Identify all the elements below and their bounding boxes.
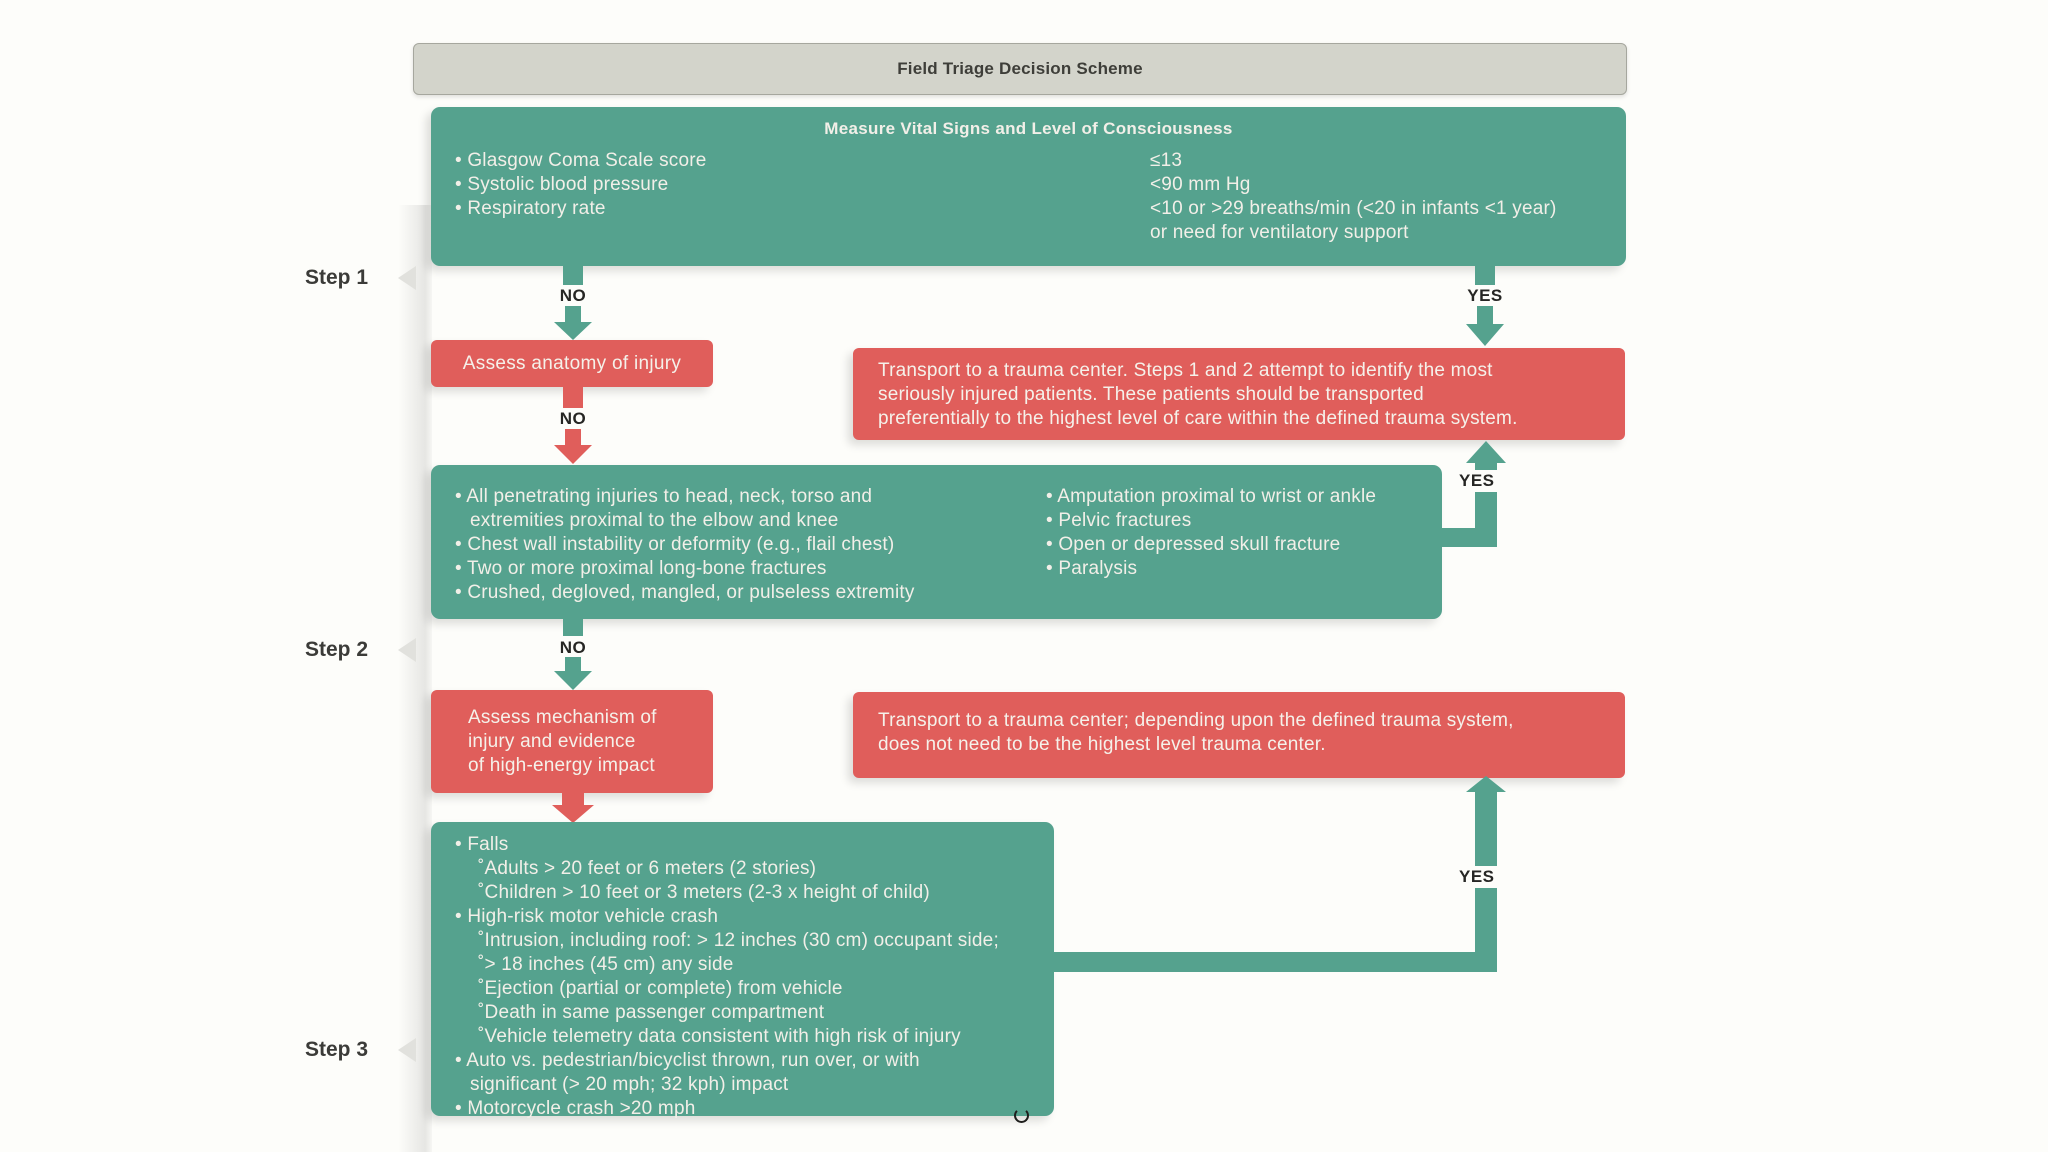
step-pointer-icon [398,266,416,290]
no-label: NO [559,638,587,657]
assess-anatomy-box: Assess anatomy of injury [431,340,713,387]
down-arrow-icon [552,805,594,823]
step-label-2: Step 2 [305,638,369,661]
down-arrow-icon [554,671,592,690]
vital-criteria-list: • Glasgow Coma Scale score • Systolic bl… [455,149,707,221]
step-label-3: Step 3 [305,1038,369,1061]
yes-label: YES [1453,470,1501,492]
step-label-1: Step 1 [305,266,369,289]
value-item: ≤13 [1150,150,1183,171]
transport-highest-text: Transport to a trauma center. Steps 1 an… [878,360,1518,429]
yes-label-wrap: YES [1453,866,1501,888]
list-item: • Crushed, degloved, mangled, or pulsele… [455,582,915,603]
criteria-item: • Respiratory rate [455,198,606,219]
down-arrow-icon [554,445,592,464]
list-item: • Pelvic fractures [1046,510,1192,531]
vital-signs-header: Measure Vital Signs and Level of Conscio… [824,119,1233,138]
anatomy-criteria-box: • All penetrating injuries to head, neck… [431,465,1442,619]
list-item: • Falls [455,834,509,855]
list-item: significant (> 20 mph; 32 kph) impact [470,1074,789,1095]
list-item: ˚Death in same passenger compartment [478,1002,825,1023]
list-item: ˚Ejection (partial or complete) from veh… [478,978,843,999]
down-arrow-icon [565,429,581,445]
yes-connector [1050,952,1497,972]
transport-highest-box: Transport to a trauma center. Steps 1 an… [853,348,1625,440]
list-item: ˚Adults > 20 feet or 6 meters (2 stories… [478,858,817,879]
vital-signs-box: Measure Vital Signs and Level of Conscio… [431,107,1626,266]
down-arrow-icon [1466,324,1504,346]
list-item: • Chest wall instability or deformity (e… [455,534,895,555]
flow-stub [563,266,583,285]
mechanism-criteria-box: • Falls ˚Adults > 20 feet or 6 meters (2… [431,822,1054,1119]
list-item: • Auto vs. pedestrian/bicyclist thrown, … [455,1050,920,1071]
flow-stub [563,619,583,636]
value-item: <10 or >29 breaths/min (<20 in infants <… [1150,198,1557,219]
value-item: or need for ventilatory support [1150,222,1409,243]
criteria-item: • Glasgow Coma Scale score [455,150,707,171]
value-item: <90 mm Hg [1150,174,1251,195]
down-arrow-icon [565,657,581,671]
list-item: extremities proximal to the elbow and kn… [470,510,839,531]
assess-mechanism-text: Assess mechanism of injury and evidence … [468,707,657,776]
shadow-strip [398,205,432,1152]
yes-label: YES [1453,866,1501,888]
list-item: ˚Children > 10 feet or 3 meters (2-3 x h… [478,882,930,903]
down-arrow-icon [1477,306,1493,324]
anatomy-criteria-left: • All penetrating injuries to head, neck… [431,485,915,605]
transport-trauma-box: Transport to a trauma center; depending … [853,692,1625,778]
assess-mechanism-box: Assess mechanism of injury and evidence … [431,690,713,793]
list-item: • High-risk motor vehicle crash [455,906,719,927]
yes-label: YES [1467,286,1503,305]
criteria-item: • Systolic blood pressure [455,174,669,195]
up-arrow-icon [1466,441,1506,463]
yes-label-wrap: YES [1453,470,1501,492]
step-pointer-icon [398,638,416,662]
down-arrow-icon [562,793,584,805]
flow-stub [1475,266,1495,285]
down-arrow-icon [565,306,581,322]
transport-trauma-text: Transport to a trauma center; depending … [878,710,1514,755]
flow-stub [563,387,583,408]
up-arrow-icon [1466,776,1506,792]
list-item: • Motorcycle crash >20 mph [455,1098,696,1119]
list-item: • Amputation proximal to wrist or ankle [1046,486,1377,507]
mechanism-criteria-list: • Falls ˚Adults > 20 feet or 6 meters (2… [431,833,999,1121]
assess-anatomy-text: Assess anatomy of injury [462,352,682,374]
anatomy-criteria-right: • Amputation proximal to wrist or ankle … [1046,485,1376,581]
list-item: • Two or more proximal long-bone fractur… [455,558,827,579]
no-label: NO [559,409,587,428]
list-item: ˚Intrusion, including roof: > 12 inches … [478,930,999,951]
title-bar: Field Triage Decision Scheme [413,43,1627,95]
list-item: • Paralysis [1046,558,1138,579]
list-item: ˚> 18 inches (45 cm) any side [478,954,734,975]
title-text: Field Triage Decision Scheme [897,59,1143,78]
down-arrow-icon [554,322,592,340]
step-pointer-icon [398,1038,416,1062]
no-label: NO [559,286,587,305]
list-item: • Open or depressed skull fracture [1046,534,1341,555]
list-item: ˚Vehicle telemetry data consistent with … [478,1026,961,1047]
list-item: • All penetrating injuries to head, neck… [455,486,873,507]
vital-values-list: ≤13 <90 mm Hg <10 or >29 breaths/min (<2… [1150,149,1557,245]
partial-page-number [1014,1108,1029,1123]
